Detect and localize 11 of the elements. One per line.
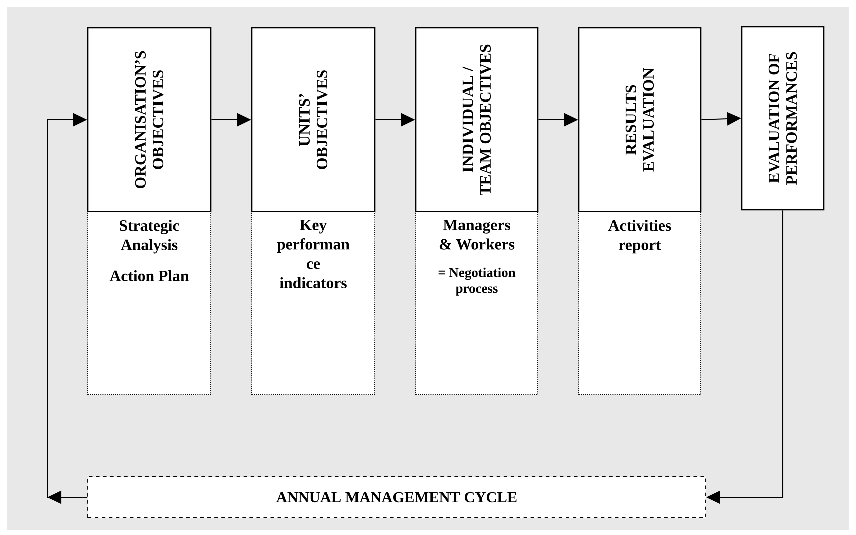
detail-box: Managers & Workers = Negotiation process [416,212,538,396]
cycle-box: ANNUAL MANAGEMENT CYCLE [88,476,706,518]
objective-box: ORGANISATION’S OBJECTIVES [87,27,212,213]
objective-box: UNITS’ OBJECTIVES [251,27,376,213]
detail-box: Key performan ce indicators [252,212,376,396]
arrow [47,113,88,504]
detail-box: Strategic Analysis Action Plan [88,212,212,396]
objective-box: RESULTS EVALUATION [578,27,702,213]
objective-box: INDIVIDUAL / TEAM OBJECTIVES [415,27,539,213]
objective-box: EVALUATION OF PERFORMANCES [741,26,825,211]
detail-box: Activities report [578,212,702,396]
